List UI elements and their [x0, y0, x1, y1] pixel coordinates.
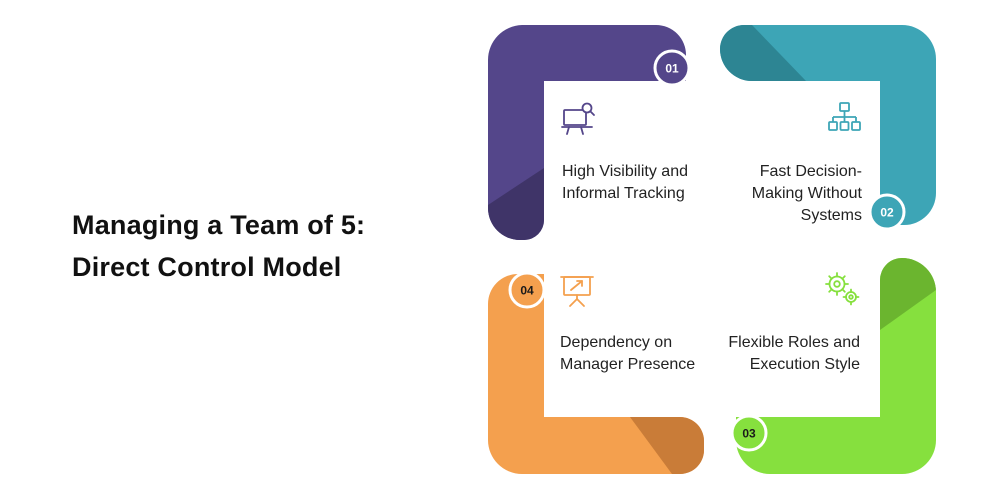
badge-01: 01	[653, 49, 691, 87]
item-01-label: High Visibility and Informal Tracking	[562, 163, 688, 202]
title-line-1: Managing a Team of 5:	[72, 210, 366, 240]
diagram-title: Managing a Team of 5: Direct Control Mod…	[72, 204, 365, 288]
quadrant-02	[720, 25, 936, 225]
item-03-label: Flexible Roles and Execution Style	[728, 334, 860, 373]
badge-02-number: 02	[880, 206, 894, 220]
item-04-label: Dependency on Manager Presence	[560, 334, 696, 373]
title-line-2: Direct Control Model	[72, 252, 342, 282]
quadrant-03	[736, 258, 936, 474]
badge-02: 02	[868, 193, 906, 231]
quadrant-04	[488, 274, 704, 474]
monitor-search-icon	[561, 102, 595, 135]
badge-03-number: 03	[742, 427, 756, 441]
badge-01-number: 01	[665, 62, 679, 76]
gears-icon	[825, 272, 860, 306]
org-chart-icon	[828, 102, 861, 131]
item-02-label: Fast Decision-Making Without Systems	[751, 163, 862, 224]
quadrant-04-shade	[630, 417, 704, 474]
quadrant-02-shade	[720, 25, 806, 81]
quadrant-01	[488, 25, 686, 240]
badge-04: 04	[508, 271, 546, 309]
quadrant-03-shade	[880, 258, 936, 330]
center-card	[544, 81, 880, 417]
badge-03: 03	[730, 414, 768, 452]
badge-04-number: 04	[520, 284, 534, 298]
quadrant-01-shade	[488, 168, 544, 240]
presentation-board-icon	[560, 276, 594, 307]
